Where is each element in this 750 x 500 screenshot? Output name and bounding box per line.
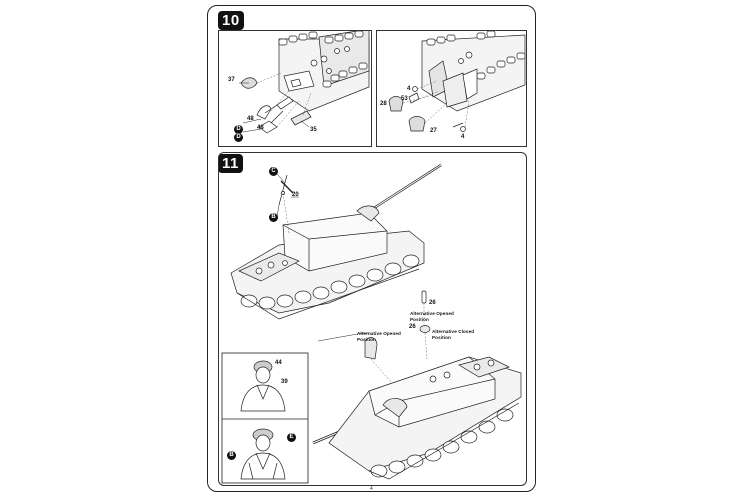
part-number-4-b: 4	[461, 134, 465, 140]
part-number-26-b: 26	[409, 324, 416, 330]
reference-letter-b-upper: B	[269, 213, 278, 222]
reference-letter-c: C	[269, 167, 278, 176]
instruction-page: 10	[207, 5, 536, 492]
part-number-35: 35	[310, 127, 317, 133]
part-number-48-a: 48	[247, 116, 254, 122]
alternative-opened-label-2: Alternative Opened Position	[357, 331, 401, 342]
step-11-badge: 11	[218, 154, 243, 173]
step-11-drawing	[221, 163, 522, 484]
part-number-44: 44	[275, 360, 282, 366]
alternative-closed-label: Alternative Closed Position	[432, 329, 475, 340]
step-10-left-panel: 37 48 D 48 D 35	[218, 30, 372, 147]
step-10-badge: 10	[218, 11, 244, 30]
reference-letter-e-crew: E	[287, 433, 296, 442]
part-number-4-a: 4	[407, 86, 411, 92]
alternative-opened-label-1: Alternative Opened Position	[410, 311, 454, 322]
reference-letter-d-b: D	[234, 133, 243, 142]
part-number-27: 27	[430, 128, 437, 134]
step-10-right-drawing	[388, 31, 526, 132]
step-11-panel: C 20 B 26 Alternative Opened Position 26…	[218, 152, 527, 486]
reference-letter-d-a: D	[234, 125, 243, 134]
part-number-53: 53	[401, 96, 408, 102]
step-10-left-drawing	[239, 31, 370, 134]
part-number-26-a: 26	[429, 300, 436, 306]
page-number: 4	[370, 486, 373, 492]
part-number-48-b: 48	[257, 125, 264, 131]
reference-letter-b-crew: B	[227, 451, 236, 460]
part-number-37: 37	[228, 77, 235, 83]
step-10-right-panel: 4 53 28 27 4	[376, 30, 527, 147]
part-number-39: 39	[281, 379, 288, 385]
part-number-20: 20	[292, 192, 299, 198]
part-number-28: 28	[380, 101, 387, 107]
